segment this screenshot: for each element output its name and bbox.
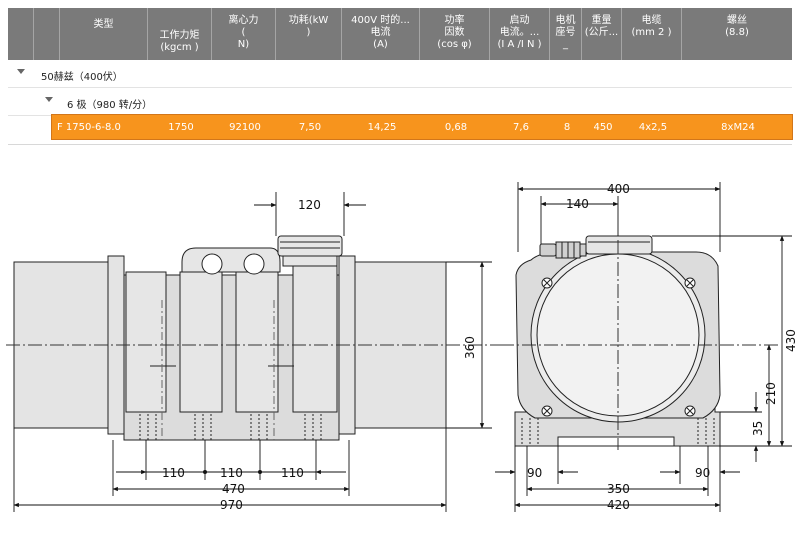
header-current[interactable]: 400V 时的... 电流 (A) — [342, 8, 420, 60]
header-cosphi[interactable]: 功率 因数 (cos φ) — [420, 8, 490, 60]
corner-bolts — [541, 277, 696, 417]
group-label-50hz: 50赫兹（400伏） — [41, 72, 123, 83]
dim-120: 120 — [298, 198, 321, 212]
dim-110-c: 110 — [281, 466, 304, 480]
dim-420: 420 — [607, 498, 630, 512]
header-weight-label: 重量 (公斤... — [584, 15, 619, 38]
side-view — [6, 235, 500, 441]
group-label-6pole: 6 极（980 转/分） — [67, 100, 153, 111]
header-power-label: 功耗(kW ) — [288, 15, 329, 38]
header-torque-label: 工作力矩 (kgcm ) — [159, 30, 200, 53]
terminal-box-front — [585, 235, 653, 255]
header-force[interactable]: 离心力 ( N) — [212, 8, 276, 60]
feet-gap — [557, 436, 675, 447]
lug-hole-2 — [243, 253, 265, 275]
cell-current: 14,25 — [367, 122, 397, 133]
rib-2 — [179, 271, 223, 413]
dim-dots — [203, 470, 262, 474]
dim-210: 210 — [764, 382, 778, 405]
cell-type: F 1750-6-8.0 — [57, 122, 121, 133]
chevron-down-icon[interactable] — [17, 69, 25, 74]
header-frame-label: 电机 座号 _ — [555, 15, 576, 50]
dim-970: 970 — [220, 498, 243, 512]
cell-bolt: 8xM24 — [721, 122, 755, 133]
cable-gland — [539, 241, 587, 259]
spec-table: 类型 工作力矩 (kgcm ) 离心力 ( N) 功耗(kW ) 400V 时的… — [8, 8, 792, 116]
header-start-label: 启动 电流。... (I A /I N ) — [497, 15, 542, 50]
cell-cable: 4x2,5 — [638, 122, 668, 133]
terminal-box — [277, 235, 343, 257]
cell-force: 92100 — [229, 122, 261, 133]
header-weight[interactable]: 重量 (公斤... — [582, 8, 622, 60]
header-power[interactable]: 功耗(kW ) — [276, 8, 342, 60]
dim-90-left: 90 — [527, 466, 542, 480]
header-cable[interactable]: 电缆 (mm 2 ) — [622, 8, 682, 60]
header-bolt[interactable]: 螺丝 (8.8) — [682, 8, 792, 60]
dim-110-a: 110 — [162, 466, 185, 480]
header-start-current[interactable]: 启动 电流。... (I A /I N ) — [490, 8, 550, 60]
dim-90-right: 90 — [695, 466, 710, 480]
rib-4 — [292, 261, 338, 413]
lifting-lug — [181, 247, 281, 273]
chevron-down-icon[interactable] — [45, 97, 53, 102]
rib-3 — [235, 271, 279, 413]
cell-power: 7,50 — [298, 122, 322, 133]
rib-1 — [125, 271, 167, 413]
group-row-50hz[interactable]: 50赫兹（400伏） — [8, 60, 792, 88]
cell-weight: 450 — [593, 122, 613, 133]
header-frame[interactable]: 电机 座号 _ — [550, 8, 582, 60]
header-force-label: 离心力 ( N) — [228, 15, 259, 50]
header-bolt-label: 螺丝 (8.8) — [725, 15, 749, 38]
dim-140: 140 — [566, 197, 589, 211]
dim-350: 350 — [607, 482, 630, 496]
cell-start-current: 7,6 — [513, 122, 529, 133]
dim-110-b: 110 — [220, 466, 243, 480]
header-torque[interactable]: 工作力矩 (kgcm ) — [148, 8, 212, 60]
header-type-label: 类型 — [93, 19, 114, 30]
dim-430: 430 — [784, 329, 798, 352]
cell-cosphi: 0,68 — [444, 122, 468, 133]
cell-torque: 1750 — [168, 122, 194, 133]
table-row-selected[interactable]: F 1750-6-8.0 1750 92100 7,50 14,25 0,68 … — [51, 114, 793, 140]
lug-hole-1 — [201, 253, 223, 275]
table-header: 类型 工作力矩 (kgcm ) 离心力 ( N) 功耗(kW ) 400V 时的… — [8, 8, 792, 60]
header-spacer-2 — [34, 8, 60, 60]
dim-360: 360 — [463, 336, 477, 359]
front-dimensions — [495, 182, 792, 512]
header-cosphi-label: 功率 因数 (cos φ) — [437, 15, 472, 50]
divider — [8, 144, 792, 145]
header-spacer — [8, 8, 34, 60]
dim-470: 470 — [222, 482, 245, 496]
dim-400: 400 — [607, 182, 630, 196]
header-current-label: 400V 时的... 电流 (A) — [351, 15, 410, 50]
header-cable-label: 电缆 (mm 2 ) — [631, 15, 672, 38]
dim-35: 35 — [751, 421, 765, 436]
cell-frame: 8 — [563, 122, 571, 133]
header-type[interactable]: 类型 — [60, 8, 148, 60]
front-view — [500, 235, 780, 450]
